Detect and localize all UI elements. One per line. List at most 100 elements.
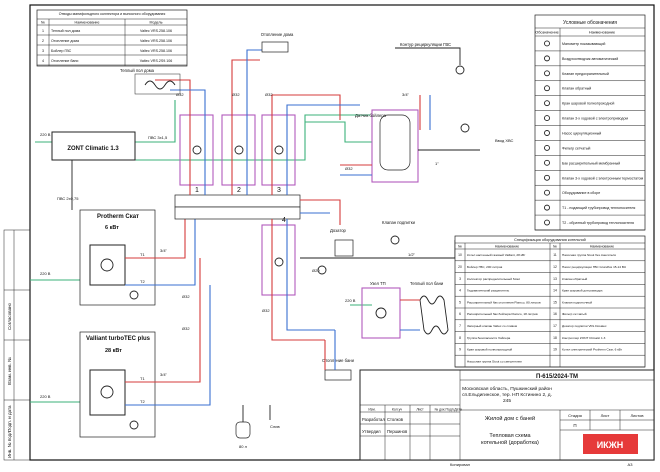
vol-80: 80 л [239, 444, 248, 449]
group-4-number: 4 [282, 217, 286, 224]
spec-cell-no: 8 [459, 336, 461, 340]
spec-h2: № [553, 245, 557, 249]
manifold-cell-no: 2 [42, 39, 44, 43]
legend-item: Насос циркуляционный [562, 132, 601, 136]
spec-h0: № [458, 245, 462, 249]
spec-cell-name-2: Кран шаровой для разводок [562, 289, 603, 293]
tb-object: Жилой дом с баней [485, 415, 535, 422]
spec-cell-name-2: Насосная группа Stout без смесителя [562, 253, 616, 257]
manifold-table-title: Отводы манифольдного коллектора и выносн… [59, 12, 166, 16]
legend-symbol-icon [544, 174, 550, 181]
legend-item: Клапан 3-х ходовой с электронным термост… [562, 176, 644, 180]
legend-symbol-icon [544, 204, 550, 211]
legend-symbol-icon [544, 219, 550, 226]
t2-vaillant: Т2 [140, 399, 145, 404]
spec-cell-name: Кран шаровой полнопроходной [467, 348, 512, 352]
tb-role-1: Утвердил [362, 429, 381, 434]
tb-sheet-label: Лист [601, 413, 610, 418]
expansion-tank-80: 80 л Слив [235, 405, 280, 449]
spec-cell-no: 9 [459, 348, 461, 352]
manifold-col-name: Наименование [75, 21, 100, 25]
spec-cell-no: 5 [459, 300, 461, 304]
legend-col-symbol: Обозначение [535, 31, 558, 35]
stamp-agreed: Согласовано [7, 302, 12, 330]
text-line: Тепловая схема [489, 433, 531, 439]
stamp-inv-orig: Инв. № подл. [7, 430, 12, 458]
spec-h1: Наименование [495, 245, 519, 249]
spec-cell-name: Гидравлический разделитель [467, 289, 510, 293]
spec-cell-name-2: Клапан обратный [562, 277, 588, 281]
group-1-number: 1 [195, 187, 199, 194]
manifold-cell-name: Теплый пол дома [51, 29, 80, 33]
manifold-cell-no: 4 [42, 59, 44, 63]
side-stamp: Согласовано Взам. инв. № Подп. и дата Ин… [3, 229, 31, 461]
boiler-pipes: Т1 Т2 Т1 Т2 3/4" 3/4" Ø32 Ø32 [125, 204, 211, 406]
tb-person-1: Першинов [387, 429, 408, 434]
pvs1-label: ПВС 3х1,5 [148, 135, 168, 140]
spec-cell-name-2: Клапан подпиточный [562, 300, 592, 304]
power-wiring [30, 100, 372, 403]
legend-item: Оборудование в сборе [562, 191, 600, 195]
spec-cell-name: Котел настенный газовый Vaillant, 28 кВт [467, 253, 526, 257]
tb-col-header: Кол.уч [392, 408, 402, 412]
dhw-boiler: Датчик бойлера Ø32 Ввод ХВС 1" [340, 109, 514, 183]
spec-cell-no: 7 [459, 324, 461, 328]
in-hvs-label: Ввод ХВС [495, 138, 514, 143]
legend-item: Фильтр сетчатый [562, 146, 590, 150]
tb-format: А3 [628, 462, 634, 467]
group-2-number: 2 [237, 187, 241, 194]
manifold-cell-no: 3 [42, 49, 44, 53]
bath-circuits: Узел ТП 220 В Теплый пол бани Отопление … [322, 281, 449, 381]
feed-group: Дозатор Клапан подпитки 1/2" Ø20 [300, 220, 456, 275]
manifold-col-no: № [41, 21, 45, 25]
d32-boiler-2: Ø32 [182, 326, 190, 331]
zont-label: ZONT Climatic 1.3 [67, 146, 119, 152]
vaillant-boiler: Valliant turboTEC plus 28 кВт 220 В [40, 331, 156, 438]
spec-cell-no-2: 17 [553, 324, 557, 328]
spec-cell-name: Насосная группа Stout со смесителем [467, 359, 522, 363]
spec-cell-name-2: Контроллер ZONT Climatic 1.3 [562, 336, 606, 340]
spec-title: Спецификация оборудования котельной [514, 238, 586, 242]
manifold-cell-model: Valtec VRS.258.106 [140, 39, 172, 43]
zont-controller: ZONT Climatic 1.3 ПВС 3х1,5 ПВС 2х0,75 2… [40, 131, 168, 210]
tb-col-header: Дата [454, 408, 462, 412]
d32-g1: Ø32 [176, 92, 184, 97]
spec-table: Спецификация оборудования котельной № На… [454, 235, 646, 368]
v220-c-label: 220 В [40, 394, 51, 399]
legend-item: Кран шаровой полнопроходной [562, 102, 614, 106]
in12-feed: 1/2" [408, 252, 416, 257]
tb-stage-label: Стадия [568, 413, 582, 418]
manifold-cell-model: Valtec VRS.2S9.106 [140, 59, 173, 63]
text-line: котельной (доработка) [481, 439, 539, 446]
stamp-replace-inv: Взам. инв. № [7, 357, 12, 385]
tb-col-header: Изм. [368, 408, 375, 412]
spec-cell-name-2: Насос рециркуляции ГВС Grundfos 15-14 BU [562, 265, 626, 269]
legend-symbol-icon [544, 130, 550, 136]
drain-label: Слив [270, 424, 280, 429]
legend-symbol-icon [544, 144, 550, 151]
boiler-sensor-label: Датчик бойлера [355, 113, 387, 118]
spec-cell-name-2: Дозатор подпитки VRL Dosatec [562, 324, 607, 328]
d32-g2: Ø32 [232, 92, 240, 97]
legend-item: Клапан предохранительный [562, 72, 609, 76]
spec-cell-name: Расширительный бак отопления Flamco, 80 … [467, 300, 541, 304]
spec-cell-no: 20 [458, 265, 462, 269]
tb-role-0: Разработал [362, 417, 385, 422]
heating-house-label: Отопление дома [261, 32, 294, 37]
spec-cell-name: Бойлер ГВС, 200 литров [467, 265, 503, 269]
spec-cell-no-2: 18 [553, 336, 557, 340]
d32-g3: Ø32 [265, 92, 273, 97]
d32-boiler-in: Ø32 [345, 166, 353, 171]
legend-symbol-icon [544, 85, 550, 92]
tb-copy: Копировал [450, 462, 471, 467]
stamp-sign-date: Подп. и дата [7, 405, 12, 432]
tb-person-0: Столков [387, 417, 404, 422]
legend-item: Клапан обратный [562, 87, 591, 91]
spec-cell-no-2: 11 [553, 253, 557, 257]
in34-b: 3/4" [160, 372, 168, 377]
t1-vaillant: Т1 [140, 376, 145, 381]
spec-h3: Наименование [590, 245, 614, 249]
